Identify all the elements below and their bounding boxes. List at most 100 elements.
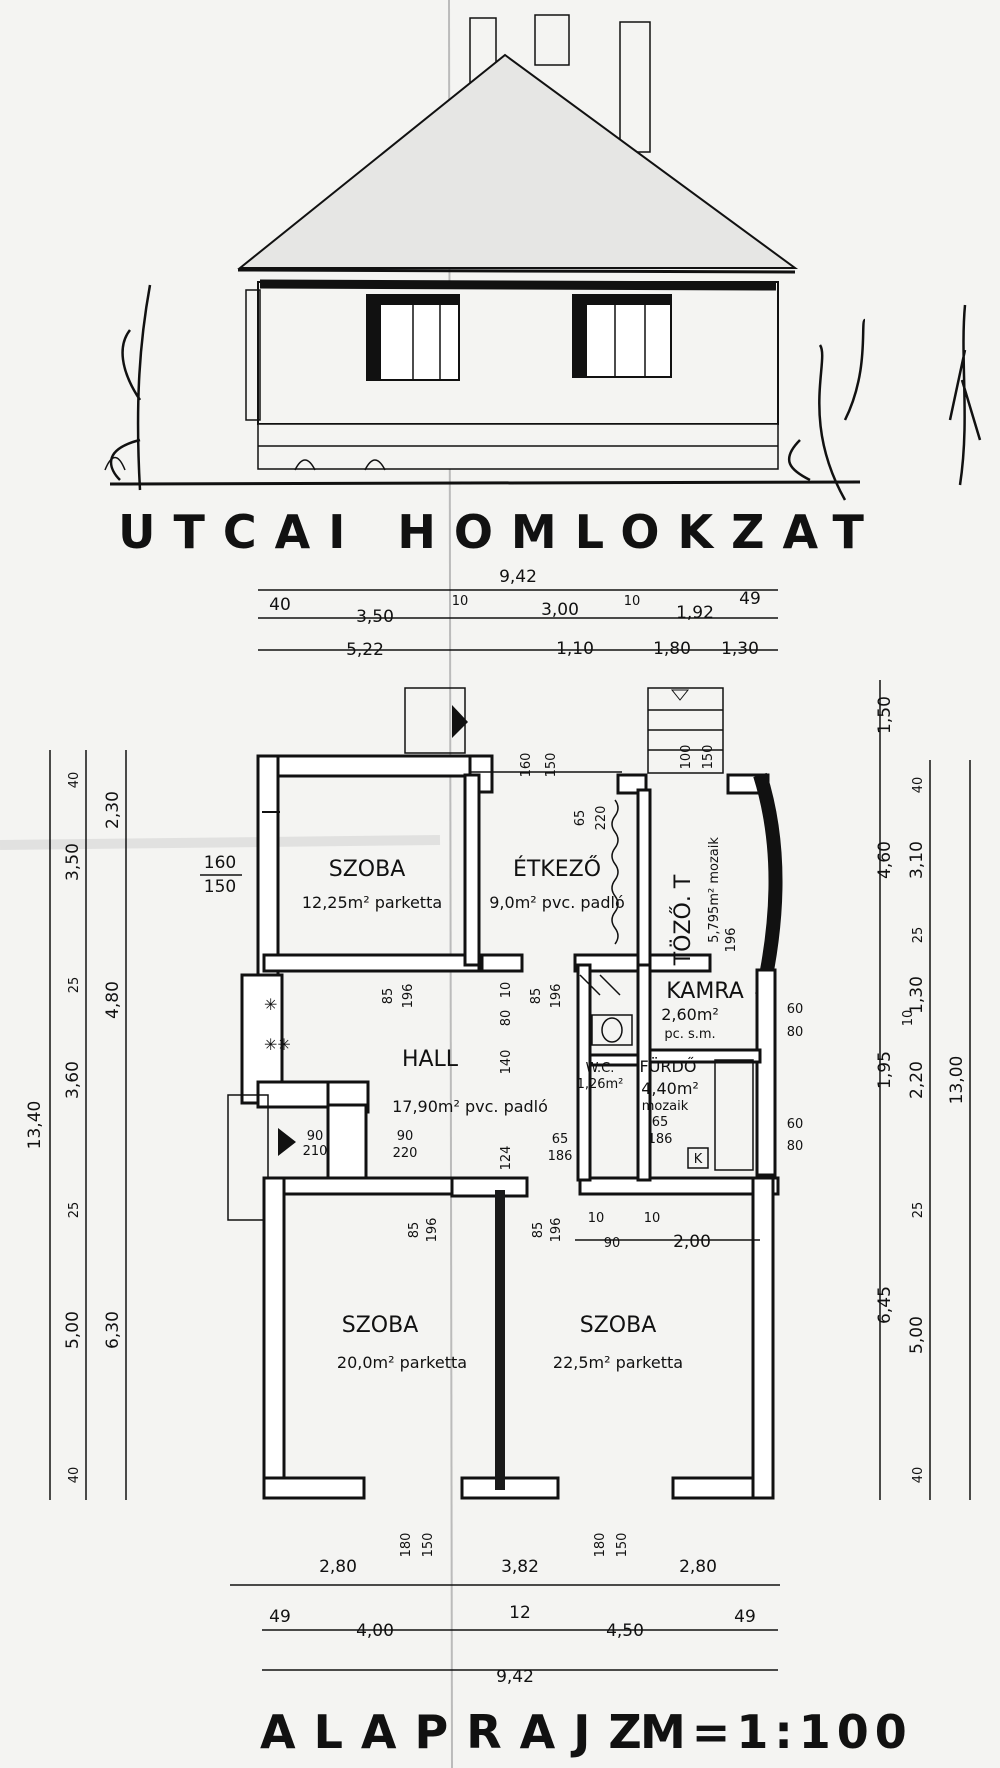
outer-walls (227, 754, 783, 1500)
dim-bottom-r2-4: 4,50 (606, 1621, 644, 1641)
floor-plan: K ✳ ✳✳ SZOBA 12,25m² parketta ÉTKEZŐ 9,0… (227, 687, 783, 1558)
dim-left-i-1: 2,30 (103, 791, 123, 829)
dim-right-b-7: 25 (911, 1202, 926, 1219)
dim-left-o-1: 40 (67, 772, 82, 789)
plan-scale: M=1:100 (640, 1705, 913, 1759)
dim-right-b-2: 3,10 (907, 841, 927, 879)
dim-hall-misc-2: 80 (499, 1010, 514, 1027)
entrance-arrow-left (278, 1128, 296, 1156)
dim-top-total: 9,42 (499, 567, 537, 587)
dim-etk-door-1: 65 (573, 810, 588, 827)
dim-door-top2-1: 100 (679, 745, 694, 770)
dim-left-i-3: 6,30 (103, 1311, 123, 1349)
eave-line (237, 268, 796, 274)
side-wall (245, 289, 261, 421)
room-tozo-name: TÖZŐ. T (670, 874, 696, 966)
street-elevation (104, 14, 982, 501)
dim-top-6: 1,92 (676, 603, 714, 623)
dim-right-b-4: 1,30 (907, 976, 927, 1014)
tree-right (788, 318, 867, 501)
shrubs (104, 456, 386, 471)
dim-bottom-r1-2: 3,82 (501, 1557, 539, 1577)
tree-left (109, 284, 152, 491)
bathtub (714, 1059, 754, 1171)
dim-top-r2-1: 5,22 (346, 640, 384, 660)
dim-furdo-door-2: 186 (648, 1132, 673, 1147)
dim-etk-door-2: 220 (594, 806, 609, 831)
dim-right-window2-2: 80 (787, 1139, 804, 1154)
fascia-band (259, 279, 777, 291)
dim-furdo-door-1: 65 (652, 1115, 669, 1130)
dim-wc-door-2: 186 (548, 1149, 573, 1164)
dim-window-b-2: 150 (421, 1533, 436, 1558)
dim-top-7: 49 (739, 589, 761, 609)
window-left (366, 294, 460, 381)
dim-left-o-3: 25 (67, 977, 82, 994)
dim-bottom-r2-1: 49 (269, 1607, 291, 1627)
dim-hall-misc-1: 10 (499, 982, 514, 999)
dim-left-o-7: 40 (67, 1467, 82, 1484)
dim-top-4: 3,00 (541, 600, 579, 620)
dim-window-b-3: 180 (593, 1533, 608, 1558)
dim-door-top2-2: 150 (701, 745, 716, 770)
room-kamra-area: 2,60m² (661, 1005, 719, 1024)
dim-right-b-1: 40 (911, 777, 926, 794)
dim-tozo-door: 196 (724, 928, 739, 953)
dim-right-window1-1: 60 (787, 1002, 804, 1017)
dim-right-b-5: 10 (901, 1010, 916, 1027)
dim-left-o-6: 5,00 (63, 1311, 83, 1349)
room-szoba-1-name: SZOBA (329, 857, 406, 882)
dim-right-b-3: 25 (911, 927, 926, 944)
dim-window-b-4: 150 (615, 1533, 630, 1558)
dim-hall-entry-2: 220 (393, 1146, 418, 1161)
dim-bottom-r2-2: 4,00 (356, 1621, 394, 1641)
dim-top-2: 3,50 (356, 607, 394, 627)
dim-right-a-2: 4,60 (875, 841, 895, 879)
wc-bowl-frame (591, 1014, 633, 1046)
room-szoba-2-area: 20,0m² parketta (337, 1353, 467, 1372)
fold-smudge (0, 835, 441, 850)
room-furdo-name: FÜRDŐ (640, 1056, 697, 1076)
dim-wall-3: 10 (644, 1211, 661, 1226)
dim-right-window2-1: 60 (787, 1117, 804, 1132)
top-dimensions: 9,42 40 3,50 10 3,00 10 1,92 49 5,22 1,1… (258, 567, 778, 660)
room-etkezo-name: ÉTKEZŐ (513, 856, 601, 882)
chimney (534, 14, 570, 66)
dim-hall-door1-2: 196 (401, 984, 416, 1009)
dim-hall-bottom: 124 (499, 1146, 514, 1171)
room-kamra-name: KAMRA (666, 979, 744, 1004)
dim-left-window-2: 150 (204, 877, 236, 897)
dim-hall-door2-1: 85 (529, 988, 544, 1005)
ground-line (109, 480, 861, 486)
dim-szoba-door-2: 196 (425, 1218, 440, 1243)
plan-title: ALAPRAJZ (260, 1705, 660, 1759)
dim-top-5: 10 (624, 594, 641, 609)
dim-hall-door2-2: 196 (549, 984, 564, 1009)
dim-right-b-8: 5,00 (907, 1316, 927, 1354)
roof (237, 53, 799, 269)
dim-top-r2-3: 1,80 (653, 639, 691, 659)
curtain-line (611, 799, 619, 945)
dim-right-a-3: 1,95 (875, 1051, 895, 1089)
room-kamra-floor: pc. s.m. (664, 1027, 715, 1042)
room-etkezo-area: 9,0m² pvc. padló (489, 893, 624, 912)
dim-right-b-9: 40 (911, 1467, 926, 1484)
dim-right-window1-2: 80 (787, 1025, 804, 1040)
chimney (619, 21, 651, 153)
dim-right-total: 13,00 (947, 1056, 967, 1105)
dim-left-total: 13,40 (25, 1101, 45, 1150)
dim-door-top-2: 150 (544, 753, 559, 778)
dim-entry-door-1: 90 (307, 1129, 324, 1144)
dim-top-r2-2: 1,10 (556, 639, 594, 659)
room-szoba-1-area: 12,25m² parketta (302, 893, 442, 912)
dim-wc-door-1: 65 (552, 1132, 569, 1147)
room-furdo-area: 4,40m² (641, 1079, 699, 1098)
dim-left-o-4: 3,60 (63, 1061, 83, 1099)
elevation-title: UTCAI HOMLOKZAT (118, 505, 882, 559)
entrance-arrow-top (452, 705, 468, 738)
dim-left-i-2: 4,80 (103, 981, 123, 1019)
dim-right-a-4: 6,45 (875, 1286, 895, 1324)
room-furdo-floor: mozaik (642, 1099, 689, 1114)
